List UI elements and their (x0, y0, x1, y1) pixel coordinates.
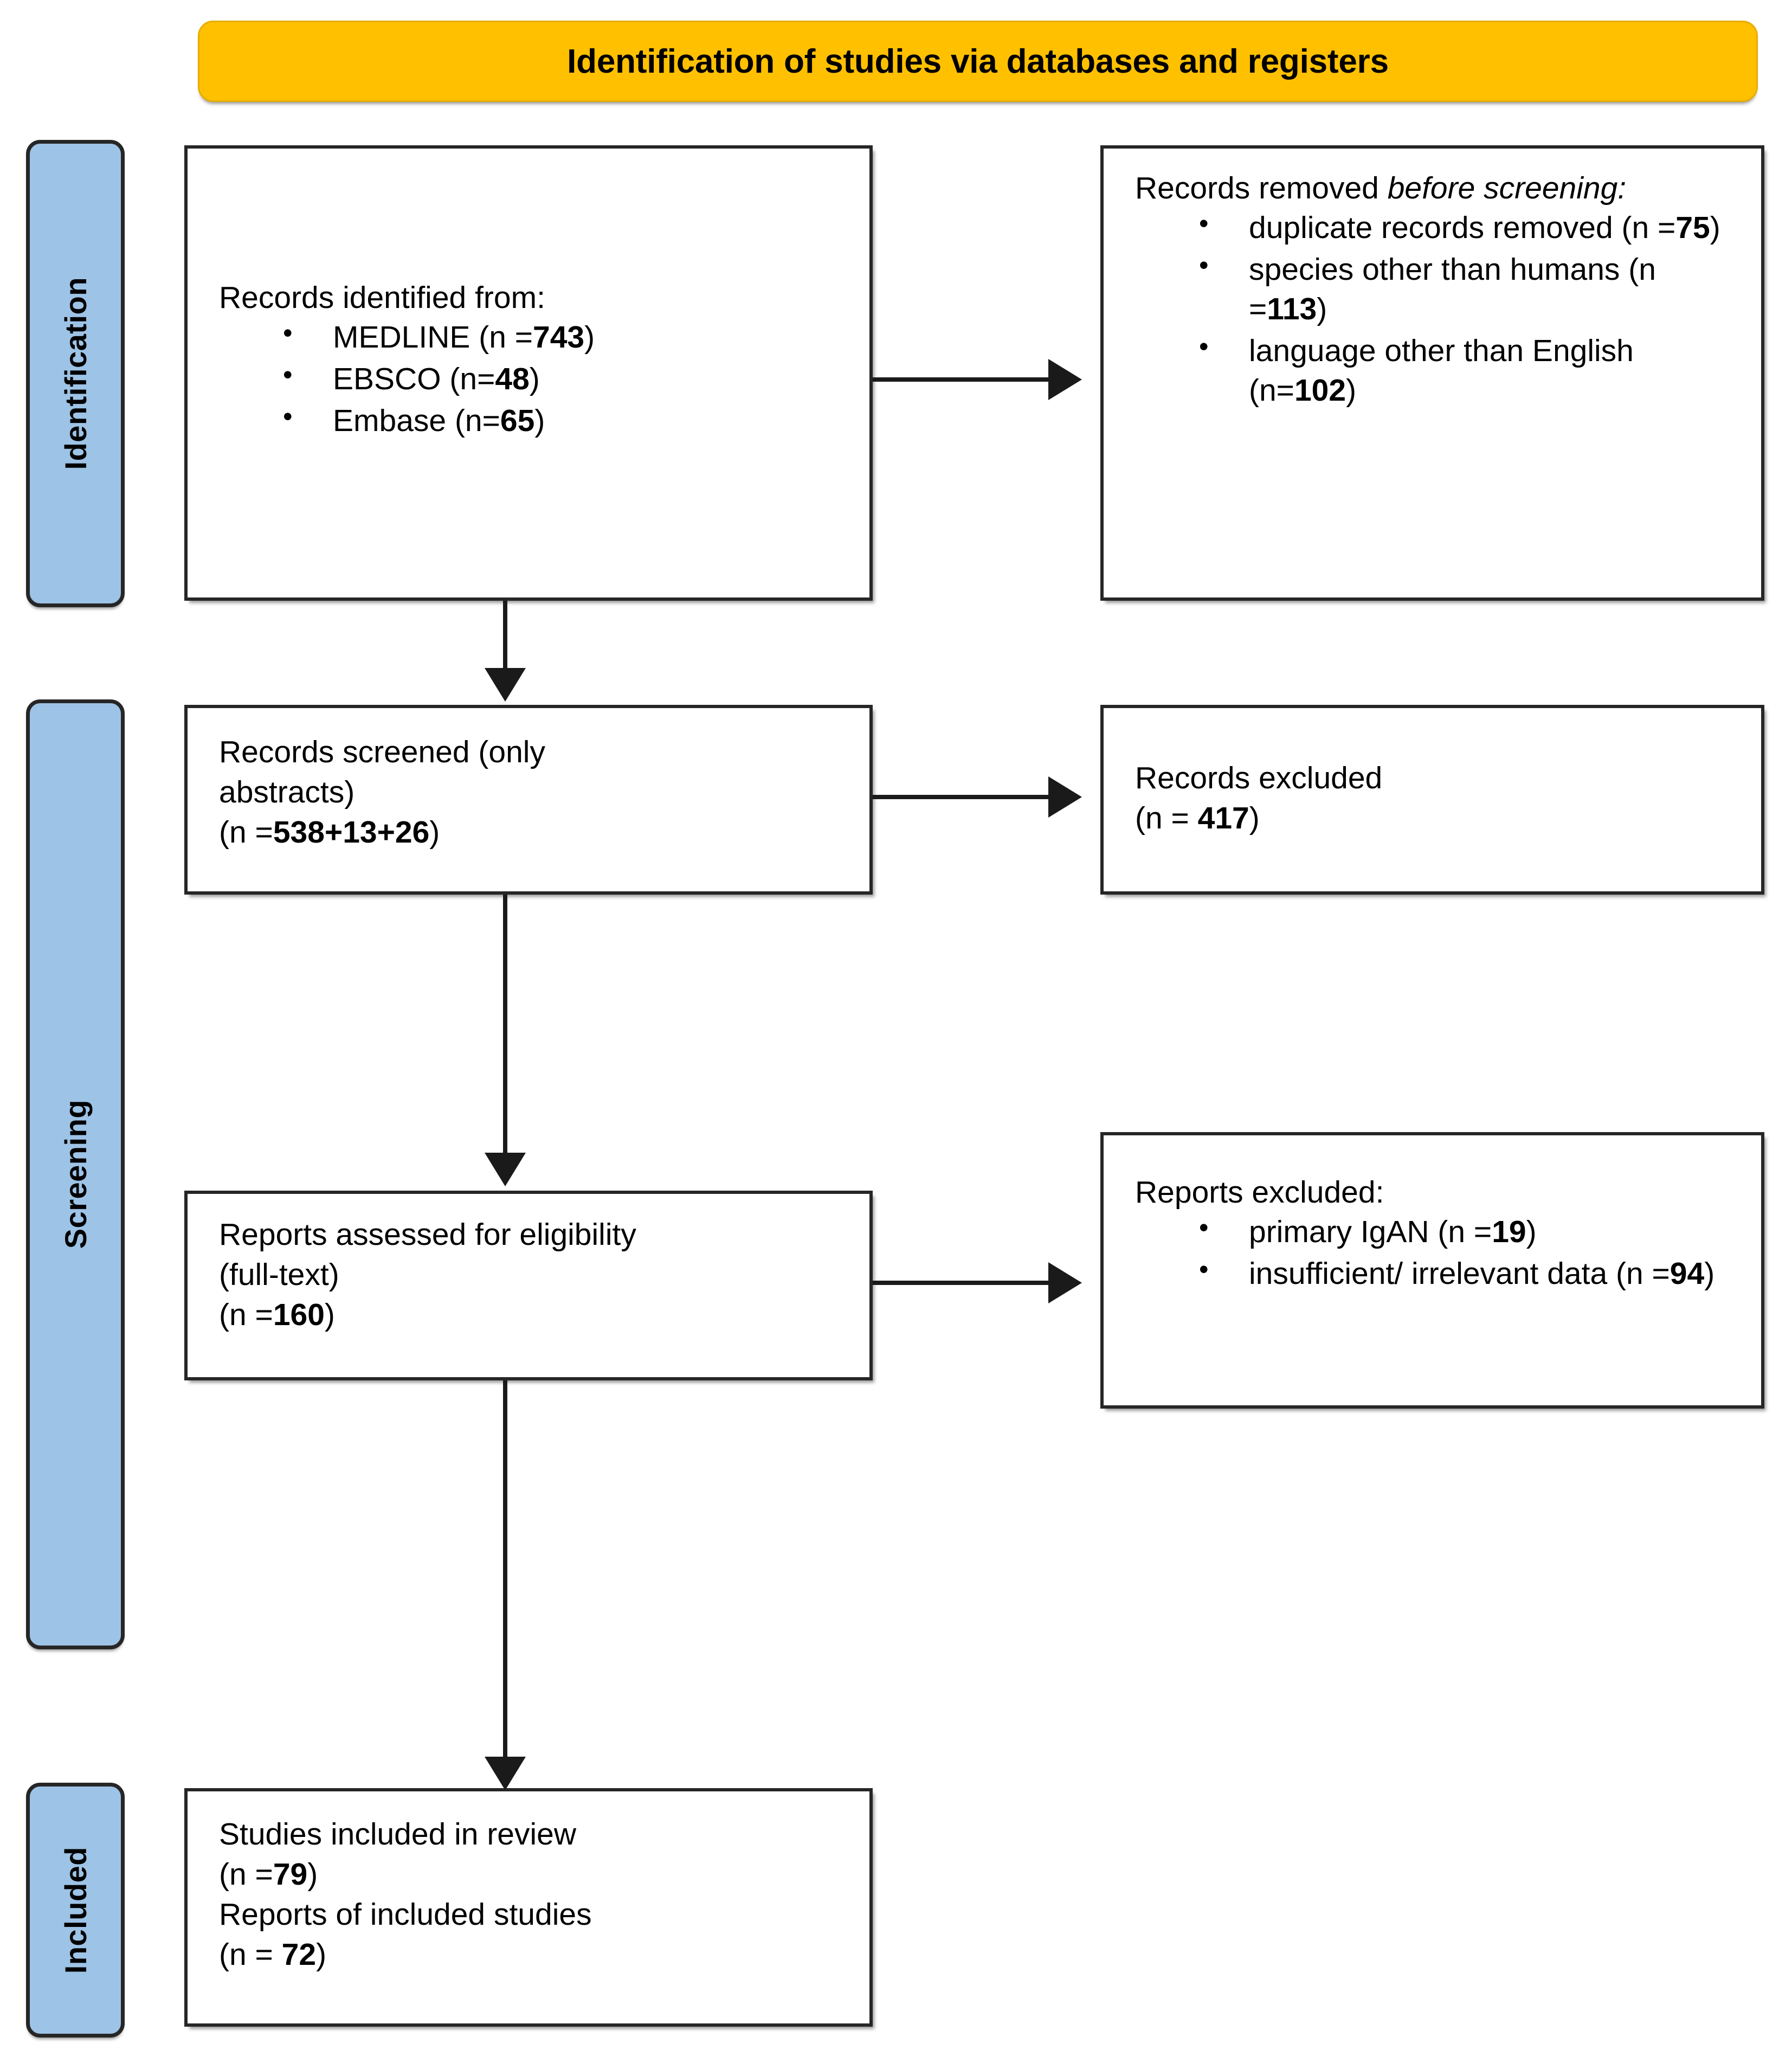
arrow-right-icon (1048, 359, 1082, 400)
records-screened-line2: abstracts) (219, 775, 355, 810)
list-item: language other than English (n=102) (1135, 329, 1739, 410)
phase-label-identification: Identification (58, 277, 93, 470)
reports-assessed-line2: (full-text) (219, 1257, 339, 1293)
box-records-identified-content: Records identified from: MEDLINE (n =743… (219, 278, 848, 443)
list-item: species other than humans (n =113) (1135, 248, 1739, 329)
box-records-removed: Records removed before screening: duplic… (1100, 145, 1764, 601)
records-screened-count: (n =538+13+26) (219, 815, 440, 850)
records-screened-line1: Records screened (only (219, 735, 545, 769)
arrow-down-icon (485, 1153, 526, 1186)
records-identified-sources: MEDLINE (n =743) EBSCO (n=48) Embase (n=… (219, 316, 848, 441)
studies-included-line1: Studies included in review (219, 1817, 577, 1852)
list-item: EBSCO (n=48) (219, 357, 848, 399)
box-reports-excluded: Reports excluded: primary IgAN (n =19) i… (1100, 1132, 1764, 1409)
reports-excluded-reasons: primary IgAN (n =19) insufficient/ irrel… (1135, 1210, 1739, 1294)
connector-eligibility-to-excluded (873, 1281, 1052, 1285)
box-records-removed-content: Records removed before screening: duplic… (1135, 168, 1739, 413)
diagram-title: Identification of studies via databases … (567, 42, 1389, 80)
records-excluded-line1: Records excluded (1135, 761, 1383, 795)
arrow-down-icon (485, 1757, 526, 1790)
studies-included-count2: (n = 72) (219, 1937, 327, 1972)
box-studies-included-content: Studies included in review (n =79) Repor… (219, 1814, 848, 1975)
records-excluded-count: (n = 417) (1135, 801, 1260, 836)
records-removed-reasons: duplicate records removed (n =75) specie… (1135, 206, 1739, 410)
list-item: primary IgAN (n =19) (1135, 1210, 1739, 1252)
phase-bar-identification: Identification (26, 140, 125, 607)
box-records-excluded: Records excluded (n = 417) (1100, 705, 1764, 895)
studies-included-count1: (n =79) (219, 1857, 318, 1892)
arrow-down-icon (485, 668, 526, 702)
arrow-right-icon (1048, 1262, 1082, 1303)
list-item: insufficient/ irrelevant data (n =94) (1135, 1252, 1739, 1294)
records-removed-heading: Records removed before screening: (1135, 171, 1627, 205)
arrow-right-icon (1048, 776, 1082, 818)
connector-identified-to-removed (873, 377, 1052, 382)
box-reports-assessed-content: Reports assessed for eligibility (full-t… (219, 1214, 848, 1335)
list-item: MEDLINE (n =743) (219, 316, 848, 357)
phase-bar-screening: Screening (26, 699, 125, 1649)
phase-label-screening: Screening (58, 1100, 93, 1249)
box-studies-included: Studies included in review (n =79) Repor… (184, 1788, 873, 2027)
box-reports-excluded-content: Reports excluded: primary IgAN (n =19) i… (1135, 1172, 1739, 1296)
records-identified-heading: Records identified from: (219, 280, 545, 315)
phase-label-included: Included (58, 1846, 93, 1974)
box-records-screened-content: Records screened (only abstracts) (n =53… (219, 732, 848, 852)
phase-bar-included: Included (26, 1783, 125, 2038)
box-records-screened: Records screened (only abstracts) (n =53… (184, 705, 873, 895)
connector-eligibility-to-included (503, 1380, 507, 1760)
reports-assessed-line1: Reports assessed for eligibility (219, 1217, 636, 1252)
box-records-excluded-content: Records excluded (n = 417) (1135, 758, 1739, 838)
diagram-title-banner: Identification of studies via databases … (198, 21, 1758, 102)
reports-excluded-heading: Reports excluded: (1135, 1175, 1384, 1210)
connector-screened-to-eligibility (503, 895, 507, 1155)
studies-included-line2: Reports of included studies (219, 1897, 592, 1932)
list-item: Embase (n=65) (219, 399, 848, 441)
box-records-identified: Records identified from: MEDLINE (n =743… (184, 145, 873, 601)
connector-screened-to-excluded (873, 795, 1052, 799)
reports-assessed-count: (n =160) (219, 1297, 335, 1333)
list-item: duplicate records removed (n =75) (1135, 206, 1739, 248)
box-reports-assessed: Reports assessed for eligibility (full-t… (184, 1191, 873, 1380)
connector-identified-to-screened (503, 601, 507, 672)
